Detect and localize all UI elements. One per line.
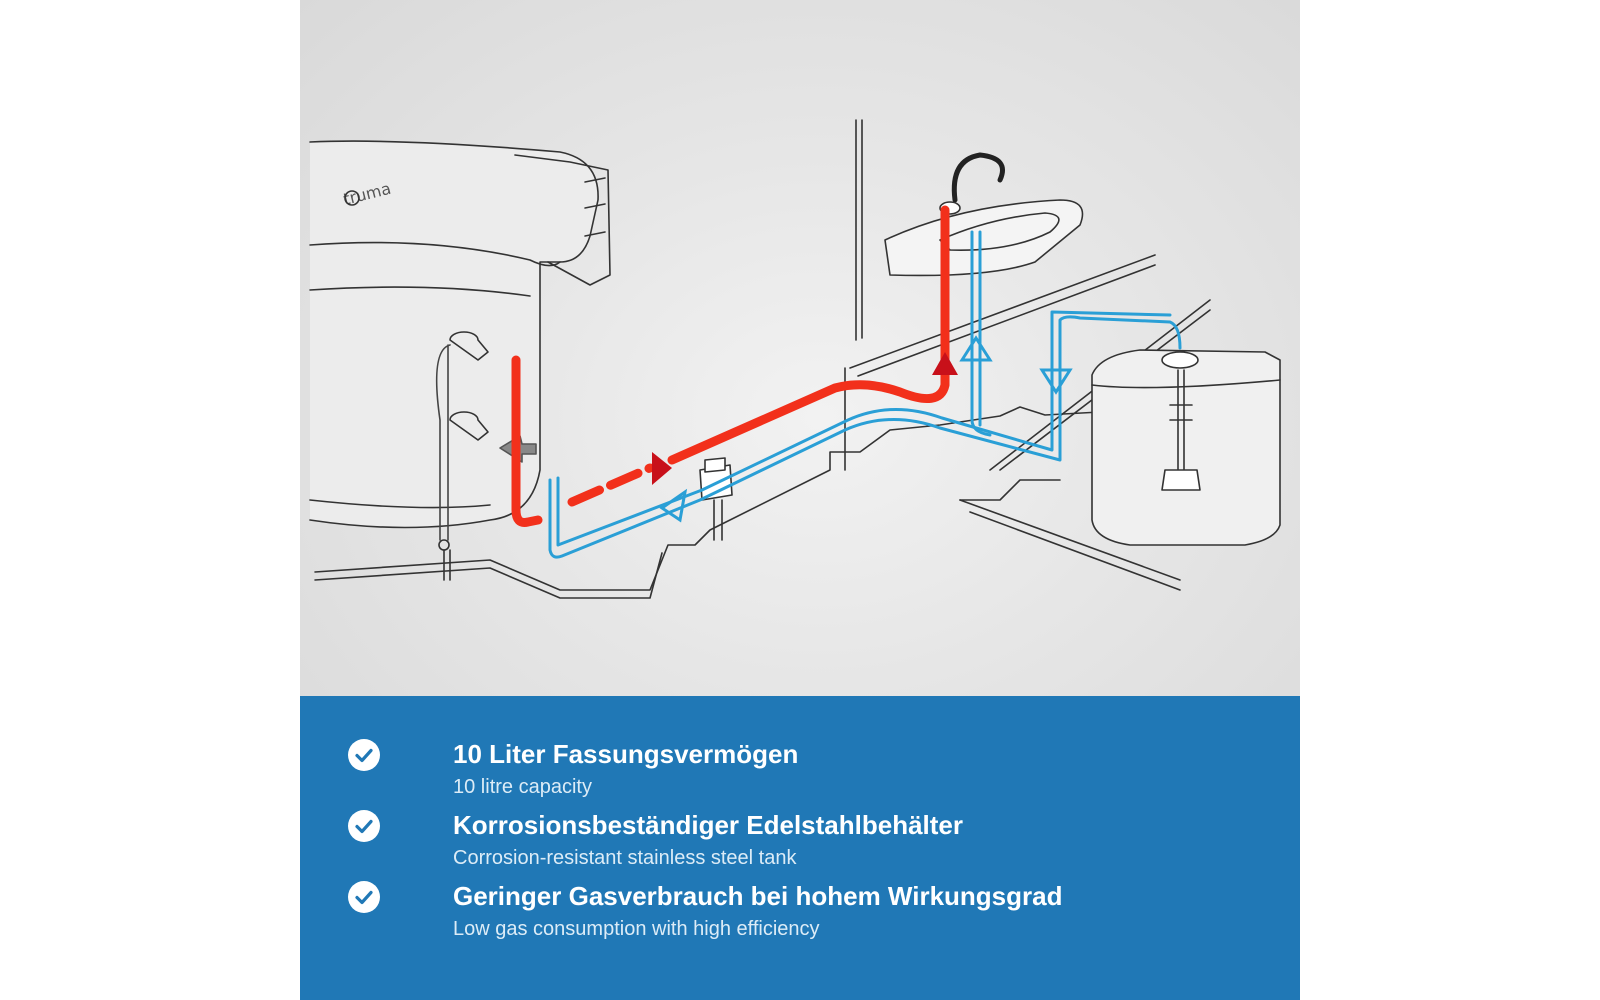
hot-flow-arrow-icon	[932, 352, 958, 375]
check-icon	[348, 810, 380, 842]
cold-flow-arrow-icon	[659, 488, 688, 523]
feature-subtitle: Low gas consumption with high efficiency	[453, 918, 820, 940]
cold-flow-arrow-icon	[959, 335, 993, 362]
water-heater-icon: truma	[309, 140, 611, 581]
plumbing-illustration: truma	[309, 119, 1281, 599]
product-feature-card: truma	[300, 0, 1300, 1000]
feature-subtitle: 10 litre capacity	[453, 776, 592, 798]
feature-title: Geringer Gasverbrauch bei hohem Wirkungs…	[453, 881, 1063, 911]
fresh-water-tank-icon	[1091, 349, 1281, 546]
hot-flow-arrow-icon	[652, 452, 672, 485]
feature-title: 10 Liter Fassungsvermögen	[453, 739, 799, 769]
features-panel: 10 Liter Fassungsvermögen 10 litre capac…	[300, 696, 1300, 1000]
sink-faucet-icon	[884, 152, 1084, 277]
feature-title: Korrosionsbeständiger Edelstahlbehälter	[453, 810, 964, 840]
cold-water-line	[548, 230, 1182, 559]
check-icon	[348, 881, 380, 913]
check-icon	[348, 739, 380, 771]
wall-edge-line	[849, 254, 1156, 369]
cold-flow-arrow-icon	[1039, 368, 1073, 395]
feature-subtitle: Corrosion-resistant stainless steel tank	[453, 847, 797, 869]
water-system-diagram: truma	[300, 0, 1300, 696]
hot-water-line	[511, 205, 950, 527]
